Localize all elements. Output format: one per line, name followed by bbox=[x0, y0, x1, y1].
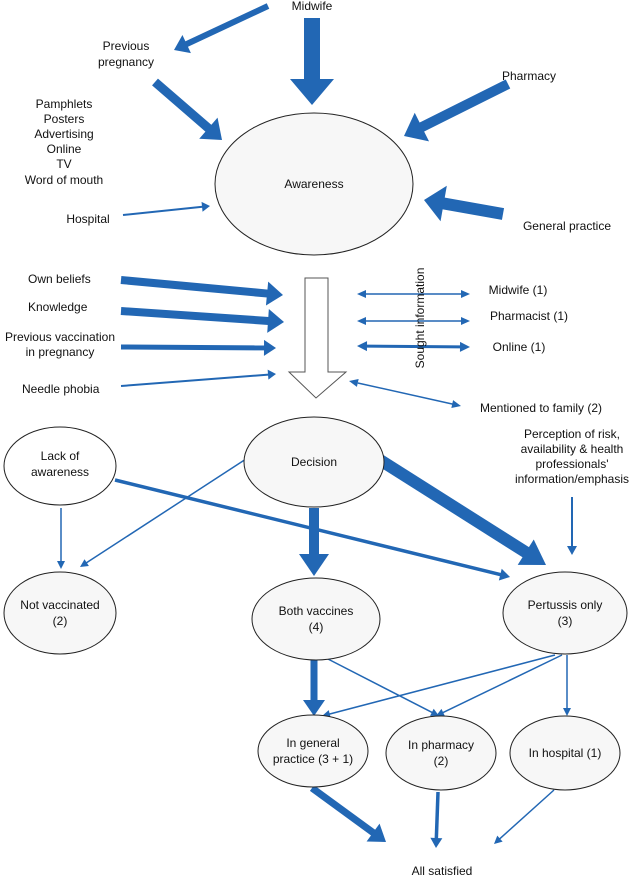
perception-line: information/emphasis bbox=[515, 472, 629, 486]
pertussis-only-line2: (3) bbox=[558, 614, 573, 628]
midwife-source-label: Midwife bbox=[292, 0, 333, 13]
knowledge-arrow bbox=[120, 307, 284, 333]
perception-to-pertussis-arrow bbox=[567, 497, 577, 555]
sought-information-title: Sought information bbox=[413, 268, 427, 369]
lack-of-awareness-line2: awareness bbox=[31, 465, 89, 479]
previous-pregnancy-line2: pregnancy bbox=[98, 55, 154, 69]
lack-of-awareness-to-pertussis-arrow bbox=[114, 478, 510, 581]
previous-pregnancy-line1: Previous bbox=[103, 39, 150, 53]
general-practice-source-label: General practice bbox=[523, 219, 611, 233]
not-vaccinated-node: Not vaccinated (2) bbox=[3, 571, 117, 655]
media-sources-list: Pamphlets Posters Advertising Online TV … bbox=[25, 97, 103, 187]
in-general-practice-line2: practice (3 + 1) bbox=[273, 752, 353, 766]
media-item: Advertising bbox=[34, 127, 93, 141]
sought-online-arrow bbox=[357, 341, 470, 352]
hospital-source-label: Hospital bbox=[66, 212, 109, 226]
own-beliefs-arrow bbox=[120, 276, 283, 306]
both-to-general-practice-arrow bbox=[303, 660, 325, 716]
media-item: Word of mouth bbox=[25, 173, 103, 187]
media-item: Online bbox=[47, 142, 82, 156]
hospital-to-awareness-arrow bbox=[122, 201, 210, 216]
lack-of-awareness-node: Lack of awareness bbox=[3, 426, 117, 506]
media-item: Pamphlets bbox=[36, 97, 93, 111]
both-vaccines-line2: (4) bbox=[309, 620, 324, 634]
previous-vaccination-arrow bbox=[120, 339, 276, 356]
pertussis-to-pharmacy-arrow bbox=[436, 654, 563, 717]
general-practice-to-awareness-arrow bbox=[424, 185, 505, 222]
media-item: Posters bbox=[44, 112, 85, 126]
perception-line: availability & health bbox=[521, 442, 624, 456]
needle-phobia-arrow bbox=[120, 369, 276, 387]
pertussis-to-general-practice-arrow bbox=[322, 654, 556, 718]
pertussis-only-node: Pertussis only (3) bbox=[502, 571, 628, 655]
perception-label: Perception of risk, availability & healt… bbox=[515, 427, 629, 486]
media-item: TV bbox=[56, 157, 71, 171]
awareness-node: Awareness bbox=[214, 112, 414, 256]
pharmacy-to-awareness-arrow bbox=[404, 79, 511, 142]
lack-of-awareness-to-not-vaccinated-arrow bbox=[57, 508, 65, 569]
decision-to-both-vaccines-arrow bbox=[299, 508, 329, 576]
not-vaccinated-line1: Not vaccinated bbox=[20, 598, 99, 612]
sought-midwife-label: Midwife (1) bbox=[489, 283, 548, 297]
pertussis-to-hospital-arrow bbox=[563, 655, 571, 716]
decision-node: Decision bbox=[243, 416, 385, 508]
both-to-pharmacy-arrow bbox=[325, 657, 439, 716]
general-practice-to-satisfied-arrow bbox=[309, 785, 386, 842]
in-hospital-label: In hospital (1) bbox=[529, 746, 602, 760]
perception-line: professionals' bbox=[536, 457, 609, 471]
sought-pharmacist-arrow bbox=[357, 317, 470, 325]
all-satisfied-label: All satisfied bbox=[412, 864, 473, 878]
in-hospital-node: In hospital (1) bbox=[509, 715, 621, 791]
in-pharmacy-line1: In pharmacy bbox=[408, 738, 474, 752]
decision-label: Decision bbox=[291, 455, 337, 469]
perception-line: Perception of risk, bbox=[524, 427, 620, 441]
in-pharmacy-node: In pharmacy (2) bbox=[385, 715, 497, 791]
pharmacy-source-label: Pharmacy bbox=[502, 69, 556, 83]
in-general-practice-line1: In general bbox=[286, 736, 339, 750]
sought-online-label: Online (1) bbox=[493, 340, 546, 354]
decision-to-pertussis-arrow bbox=[376, 454, 546, 565]
arrows-layer bbox=[57, 3, 577, 848]
both-vaccines-line1: Both vaccines bbox=[279, 604, 354, 618]
hollow-down-arrow bbox=[287, 277, 348, 399]
previous-vaccination-line2: in pregnancy bbox=[26, 345, 95, 359]
previous-vaccination-line1: Previous vaccination bbox=[5, 330, 115, 344]
sought-midwife-arrow bbox=[357, 290, 470, 298]
awareness-label: Awareness bbox=[284, 177, 343, 191]
needle-phobia-label: Needle phobia bbox=[22, 382, 100, 396]
previous-pregnancy-to-awareness-arrow bbox=[152, 78, 222, 140]
lack-of-awareness-line1: Lack of bbox=[41, 449, 80, 463]
own-beliefs-label: Own beliefs bbox=[28, 272, 91, 286]
midwife-to-previous-pregnancy-arrow bbox=[174, 3, 270, 54]
mentioned-to-family-label: Mentioned to family (2) bbox=[480, 401, 602, 415]
knowledge-label: Knowledge bbox=[28, 300, 88, 314]
mentioned-to-family-arrow bbox=[349, 379, 461, 408]
decision-to-not-vaccinated-arrow bbox=[80, 458, 247, 567]
pertussis-only-line1: Pertussis only bbox=[528, 598, 603, 612]
in-pharmacy-line2: (2) bbox=[434, 754, 449, 768]
in-general-practice-node: In general practice (3 + 1) bbox=[257, 714, 369, 788]
both-vaccines-node: Both vaccines (4) bbox=[251, 577, 381, 661]
hospital-to-satisfied-arrow bbox=[494, 789, 555, 844]
pharmacy-to-satisfied-arrow bbox=[430, 791, 443, 848]
sought-pharmacist-label: Pharmacist (1) bbox=[490, 309, 568, 323]
not-vaccinated-line2: (2) bbox=[53, 614, 68, 628]
midwife-to-awareness-arrow bbox=[290, 18, 334, 105]
